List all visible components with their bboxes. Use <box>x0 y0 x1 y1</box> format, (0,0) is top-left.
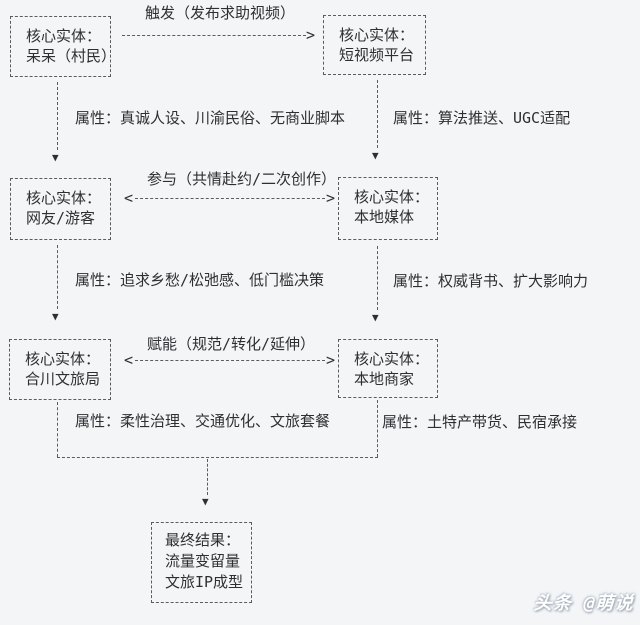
attr-netizens: 属性：追求乡愁/松弛感、低门槛决策 <box>75 271 325 289</box>
edge-line-empower <box>135 360 325 361</box>
node-box-media: 核心实体： 本地媒体 <box>338 177 438 240</box>
entity-label: 核心实体： <box>25 350 101 368</box>
connector-platform-media <box>377 80 378 148</box>
merge-line <box>57 457 378 458</box>
edge-line-trigger <box>122 35 306 36</box>
result-line1: 流量变留量 <box>165 552 241 570</box>
entity-label: 核心实体： <box>26 27 102 45</box>
arrow-down-icon: ▼ <box>372 149 379 162</box>
arrow-down-icon: ▼ <box>372 311 379 324</box>
connector-daidai-netizens <box>57 82 58 150</box>
attr-daidai: 属性：真诚人设、川渝民俗、无商业脚本 <box>75 109 346 127</box>
arrow-left-icon: < <box>124 351 134 369</box>
attr-media: 属性：权威背书、扩大影响力 <box>393 272 589 290</box>
entity-label: 核心实体： <box>26 189 102 207</box>
attr-bureau: 属性：柔性治理、交通优化、文旅套餐 <box>75 412 331 430</box>
toutiao-watermark: 头条 @萌说 <box>533 593 635 614</box>
edge-label-participate: 参与（共情赴约/二次创作） <box>147 170 337 188</box>
node-box-daidai: 核心实体： 呆呆（村民） <box>10 16 117 77</box>
connector-media-merchants <box>377 246 378 310</box>
edge-label-empower: 赋能（规范/转化/延伸） <box>147 335 316 353</box>
arrow-right-icon: > <box>306 26 316 44</box>
node-box-merchants: 核心实体： 本地商家 <box>338 339 438 398</box>
arrow-down-icon: ▼ <box>202 495 209 508</box>
arrow-down-icon: ▼ <box>52 151 59 164</box>
entity-name: 短视频平台 <box>339 46 415 64</box>
attr-merchants: 属性：土特产带货、民宿承接 <box>382 413 578 431</box>
entity-name: 本地媒体 <box>354 208 415 226</box>
entity-name: 本地商家 <box>354 370 415 388</box>
entity-label: 核心实体： <box>354 188 430 206</box>
connector-bureau-merge <box>57 402 58 457</box>
attr-platform: 属性：算法推送、UGC适配 <box>393 109 571 127</box>
result-label: 最终结果： <box>165 531 241 549</box>
entity-name: 合川文旅局 <box>25 370 101 388</box>
entity-label: 核心实体： <box>354 350 430 368</box>
entity-name: 呆呆（村民） <box>26 47 117 65</box>
connector-merchants-merge <box>377 400 378 457</box>
connector-merge-result <box>207 459 208 495</box>
node-box-bureau: 核心实体： 合川文旅局 <box>9 339 111 400</box>
edge-line-participate <box>135 198 325 199</box>
arrow-right-icon: > <box>326 351 336 369</box>
edge-label-trigger: 触发（发布求助视频） <box>145 4 296 22</box>
node-box-netizens: 核心实体： 网友/游客 <box>10 178 111 240</box>
arrow-right-icon: > <box>326 189 336 207</box>
node-box-result: 最终结果： 流量变留量 文旅IP成型 <box>151 522 252 603</box>
arrow-down-icon: ▼ <box>52 310 59 323</box>
result-line2: 文旅IP成型 <box>165 573 244 591</box>
entity-label: 核心实体： <box>339 26 415 44</box>
arrow-left-icon: < <box>124 189 134 207</box>
entity-name: 网友/游客 <box>26 209 96 227</box>
connector-netizens-bureau <box>57 245 58 309</box>
node-box-platform: 核心实体： 短视频平台 <box>323 15 426 75</box>
